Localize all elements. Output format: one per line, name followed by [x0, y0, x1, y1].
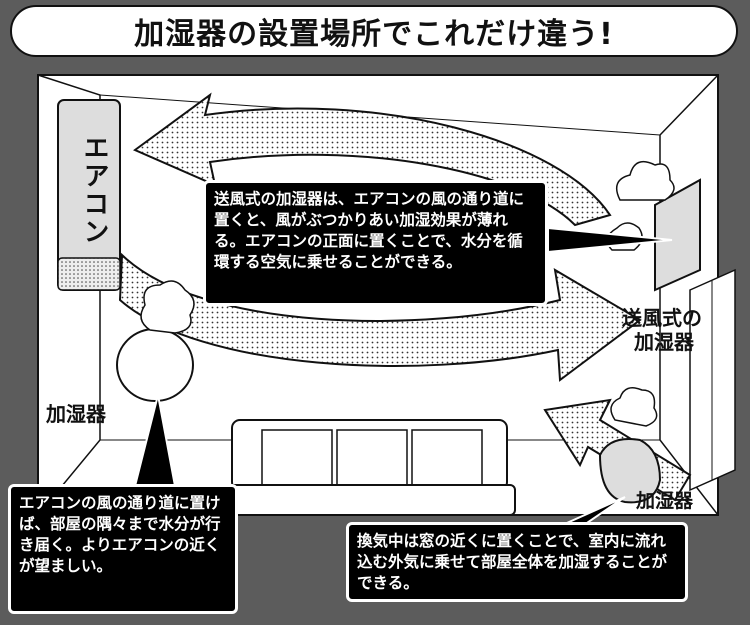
page-title: 加湿器の設置場所でこれだけ違う! — [134, 17, 614, 52]
humidifier-left-steam — [140, 280, 195, 334]
aircon-label: エアコン — [79, 134, 109, 246]
sofa-cushion-2 — [336, 429, 408, 486]
sofa-cushion-3 — [411, 429, 483, 486]
callout-bottom-right: 換気中は窓の近くに置くことで、室内に流れ込む外気に乗せて部屋全体を加湿することが… — [346, 522, 688, 602]
callout-top-pointer — [547, 226, 673, 254]
airflow-main-arrow — [118, 252, 642, 382]
humidifier-left-body — [116, 328, 194, 402]
humidifier-right-steam — [610, 387, 658, 427]
humidifier-left-label: 加湿器 — [46, 402, 106, 426]
humidifier-right-body — [598, 438, 662, 504]
fan-humidifier-steam — [615, 160, 675, 201]
humidifier-right-label: 加湿器 — [636, 490, 694, 512]
sofa-seat — [224, 484, 516, 516]
sofa-cushion-1 — [261, 429, 333, 486]
fan-humidifier — [654, 178, 701, 292]
title-banner: 加湿器の設置場所でこれだけ違う! — [10, 5, 738, 57]
aircon-vent — [57, 257, 121, 291]
fan-humidifier-label-line2: 加湿器 — [634, 330, 694, 354]
callout-bottom-left: エアコンの風の通り道に置けば、部屋の隅々まで水分が行き届く。よりエアコンの近くが… — [8, 484, 238, 614]
callout-top: 送風式の加湿器は、エアコンの風の通り道に置くと、風がぶつかりあい加湿効果が薄れる… — [203, 180, 548, 306]
fan-humidifier-label-line1: 送風式の — [622, 306, 702, 330]
